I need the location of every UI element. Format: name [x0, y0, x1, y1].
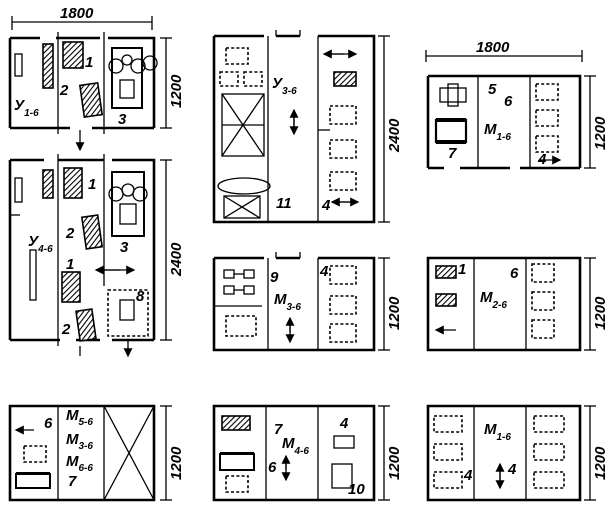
zone-label-2: М3-6 — [66, 431, 93, 452]
label-5: 5 — [488, 81, 497, 98]
zone-label: М1-6 — [484, 421, 511, 443]
height-dimension-label: 1200 — [386, 296, 403, 330]
height-dimension-label: 2400 — [386, 118, 403, 153]
label-3: 3 — [120, 239, 129, 256]
height-dimension-label: 1200 — [168, 446, 185, 480]
plan-panel-2: 1 2 3 1 2 8 У4-6 2400 — [8, 154, 185, 358]
label-4: 4 — [319, 263, 329, 280]
label-10: 10 — [348, 481, 365, 498]
zone-label: М2-6 — [480, 289, 507, 311]
label-4: 4 — [537, 151, 547, 168]
label-1: 1 — [85, 54, 93, 71]
plan-panel-8: 7 4 6 10 М4-6 1200 — [212, 404, 403, 502]
plan-panel-9: 4 4 М1-6 1200 — [426, 404, 609, 502]
plan-panel-1: 1800 1 2 3 У1-6 1200 — [8, 5, 185, 152]
label-11: 11 — [276, 195, 292, 212]
zone-label-1: М5-6 — [66, 407, 93, 428]
height-dimension-label: 1200 — [592, 296, 609, 330]
label-2: 2 — [65, 225, 75, 242]
zone-label: М4-6 — [282, 435, 309, 457]
label-6: 6 — [510, 265, 519, 282]
height-dimension-label: 1200 — [592, 116, 609, 150]
plan-panel-5: 9 4 М3-6 1200 — [212, 252, 403, 352]
label-4: 4 — [463, 467, 473, 484]
height-dimension-label: 1200 — [592, 446, 609, 480]
label-8: 8 — [136, 288, 145, 305]
label-1: 1 — [458, 261, 466, 278]
label-7: 7 — [274, 421, 283, 438]
label-4: 4 — [321, 197, 331, 214]
label-2: 2 — [59, 82, 69, 99]
width-dimension-label: 1800 — [476, 39, 510, 56]
height-dimension-label: 1200 — [386, 446, 403, 480]
height-dimension-label: 1200 — [168, 74, 185, 108]
label-1: 1 — [88, 176, 96, 193]
label-6: 6 — [268, 459, 277, 476]
plan-panel-4: 1800 5 6 7 4 М1-6 1200 — [425, 39, 609, 170]
label-6: 6 — [504, 93, 513, 110]
zone-label-3: М6-6 — [66, 453, 93, 474]
label-4: 4 — [339, 415, 349, 432]
label-7: 7 — [68, 473, 77, 490]
zone-label: У1-6 — [14, 97, 39, 119]
plan-panel-7: 6 7 М5-6 М3-6 М6-6 1200 — [8, 404, 185, 502]
label-4-right: 4 — [507, 461, 517, 478]
plan-panel-6: 1 6 М2-6 1200 — [426, 256, 609, 352]
zone-label: У4-6 — [28, 233, 53, 255]
zone-label: М1-6 — [484, 121, 511, 143]
height-dimension-label: 2400 — [168, 242, 185, 277]
zone-label: У3-6 — [272, 75, 297, 97]
label-7: 7 — [448, 145, 457, 162]
label-9: 9 — [270, 269, 279, 286]
label-3: 3 — [118, 111, 127, 128]
label-2-lower: 2 — [61, 321, 71, 338]
label-6: 6 — [44, 415, 53, 432]
label-1-lower: 1 — [66, 256, 74, 273]
width-dimension-label: 1800 — [60, 5, 94, 22]
plan-panel-3: У3-6 4 11 2400 — [212, 30, 403, 224]
zone-label: М3-6 — [274, 291, 301, 313]
